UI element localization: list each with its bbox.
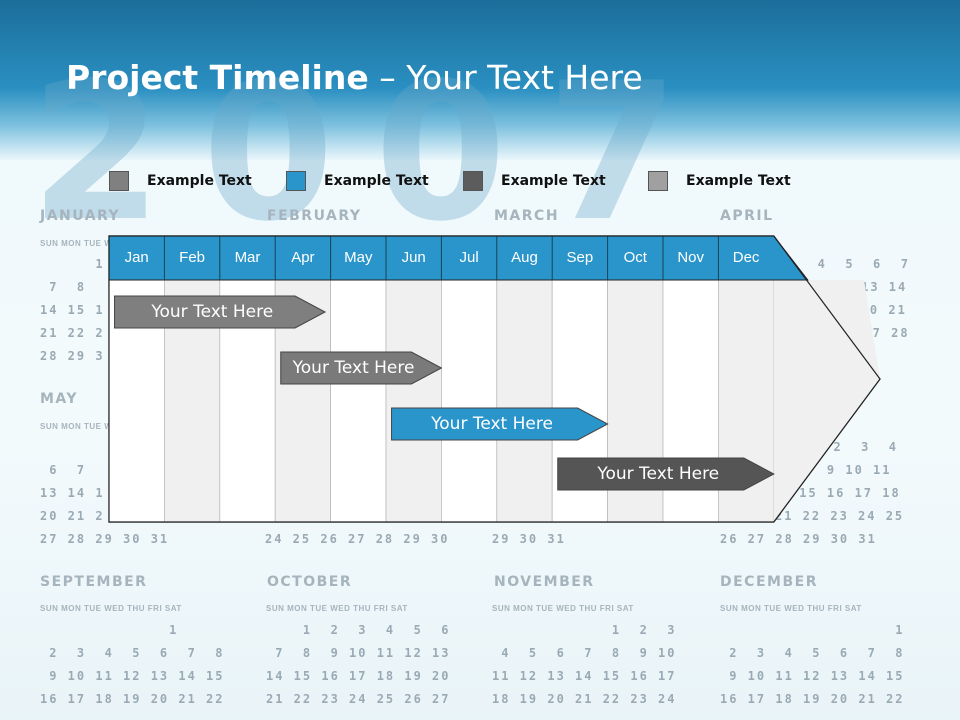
- cal-nov-row-3: 11 12 13 14 15 16 17: [492, 669, 677, 683]
- legend-swatch-4: [648, 171, 668, 191]
- arrow-head-fill: [773, 280, 880, 522]
- title-bold: Project Timeline: [66, 58, 369, 97]
- task-bar-1: [114, 295, 327, 329]
- legend-item-4: Example Text: [648, 170, 791, 192]
- task-label-1: Your Text Here: [151, 302, 274, 322]
- cal-sep-row-1: 1: [40, 623, 179, 637]
- task-bar-4: [557, 457, 775, 491]
- cal-may-row-1: 6 7: [40, 463, 87, 477]
- cal-sep-row-4: 16 17 18 19 20 21 22: [40, 692, 225, 706]
- cal-july-row: 29 30 31: [492, 532, 566, 546]
- month-label-nov: Nov: [677, 249, 705, 266]
- month-label-jun: Jun: [401, 249, 426, 266]
- task-label-4: Your Text Here: [597, 464, 720, 484]
- legend-swatch-2: [286, 171, 306, 191]
- cal-nov-row-2: 4 5 6 7 8 9 10: [492, 646, 677, 660]
- month-label-aug: Aug: [511, 249, 538, 266]
- month-column-jul: [440, 279, 498, 523]
- cal-dec-row-2: 2 3 4 5 6 7 8: [720, 646, 905, 660]
- cal-oct-row-4: 21 22 23 24 25 26 27: [266, 692, 451, 706]
- cal-jan-row-1: 1: [40, 257, 105, 271]
- month-column-may: [330, 279, 387, 523]
- cal-weekdays-5: SUN MON TUE WED THU FRI SAT: [492, 604, 634, 613]
- month-column-aug: [496, 279, 553, 523]
- cal-weekdays-6: SUN MON TUE WED THU FRI SAT: [720, 604, 862, 613]
- task-label-2: Your Text Here: [292, 358, 415, 378]
- task-bar-3: [391, 407, 609, 441]
- month-label-feb: Feb: [179, 249, 206, 266]
- cal-nov-row-4: 18 19 20 21 22 23 24: [492, 692, 677, 706]
- cal-june-row: 24 25 26 27 28 29 30: [265, 532, 450, 546]
- cal-oct-row-3: 14 15 16 17 18 19 20: [266, 669, 451, 683]
- title-rest: – Your Text Here: [368, 58, 643, 97]
- month-label-mar: Mar: [234, 249, 261, 266]
- legend-item-1: Example Text: [109, 170, 252, 192]
- cal-weekdays-3: SUN MON TUE WED THU FRI SAT: [40, 604, 182, 613]
- legend-label-1: Example Text: [147, 173, 252, 189]
- month-label-apr: Apr: [291, 249, 315, 266]
- cal-jan-row-3: 14 15 1: [40, 303, 105, 317]
- month-label-jul: Jul: [459, 249, 479, 266]
- cal-jan-row-2: 7 8: [40, 280, 87, 294]
- cal-month-november: NOVEMBER: [494, 574, 595, 590]
- cal-weekdays-4: SUN MON TUE WED THU FRI SAT: [266, 604, 408, 613]
- cal-oct-row-2: 7 8 9 10 11 12 13: [266, 646, 451, 660]
- cal-may-row-2: 13 14 1: [40, 486, 105, 500]
- cal-month-december: DECEMBER: [720, 574, 818, 590]
- cal-aug-row-1: 2 3 4: [815, 440, 899, 454]
- cal-aug-row-3: 15 16 17 18: [790, 486, 901, 500]
- cal-month-february: FEBRUARY: [267, 208, 362, 224]
- month-label-oct: Oct: [623, 249, 647, 266]
- legend-swatch-3: [463, 171, 483, 191]
- cal-month-april: APRIL: [720, 208, 774, 224]
- cal-nov-row-1: 1 2 3: [492, 623, 677, 637]
- cal-jan-row-4: 21 22 2: [40, 326, 105, 340]
- page-title: Project Timeline – Your Text Here: [66, 58, 643, 97]
- legend-item-3: Example Text: [463, 170, 606, 192]
- header-banner: [0, 0, 960, 160]
- legend-label-2: Example Text: [324, 173, 429, 189]
- cal-dec-row-3: 9 10 11 12 13 14 15: [720, 669, 905, 683]
- cal-month-october: OCTOBER: [267, 574, 353, 590]
- cal-month-march: MARCH: [494, 208, 560, 224]
- month-label-sep: Sep: [566, 249, 594, 266]
- cal-sep-row-3: 9 10 11 12 13 14 15: [40, 669, 225, 683]
- month-label-dec: Dec: [732, 249, 760, 266]
- month-column-jun: [385, 279, 442, 523]
- cal-month-january: JANUARY: [40, 208, 121, 224]
- cal-jan-row-5: 28 29 3: [40, 349, 105, 363]
- task-label-3: Your Text Here: [431, 414, 553, 434]
- timeline-outline: [108, 235, 881, 523]
- task-bar-2: [280, 351, 443, 385]
- month-label-jan: Jan: [124, 249, 149, 266]
- cal-may-row-3: 20 21 2: [40, 509, 105, 523]
- cal-sep-row-2: 2 3 4 5 6 7 8: [40, 646, 225, 660]
- cal-dec-row-4: 16 17 18 19 20 21 22: [720, 692, 905, 706]
- cal-apr-row-1: 4 5 6 7: [790, 257, 910, 271]
- cal-month-may: MAY: [40, 391, 79, 407]
- legend-swatch-1: [109, 171, 129, 191]
- legend-label-3: Example Text: [501, 173, 606, 189]
- background-year: 2007: [30, 42, 719, 263]
- legend-label-4: Example Text: [686, 173, 791, 189]
- month-label-may: May: [344, 249, 373, 266]
- cal-may-row-4: 27 28 29 30 31: [40, 532, 170, 546]
- cal-oct-row-1: 1 2 3 4 5 6: [266, 623, 451, 637]
- cal-month-september: SEPTEMBER: [40, 574, 148, 590]
- cal-dec-row-1: 1: [720, 623, 905, 637]
- cal-aug-row-5: 26 27 28 29 30 31: [720, 532, 877, 546]
- legend-item-2: Example Text: [286, 170, 429, 192]
- cal-aug-row-4: 21 22 23 24 25: [775, 509, 905, 523]
